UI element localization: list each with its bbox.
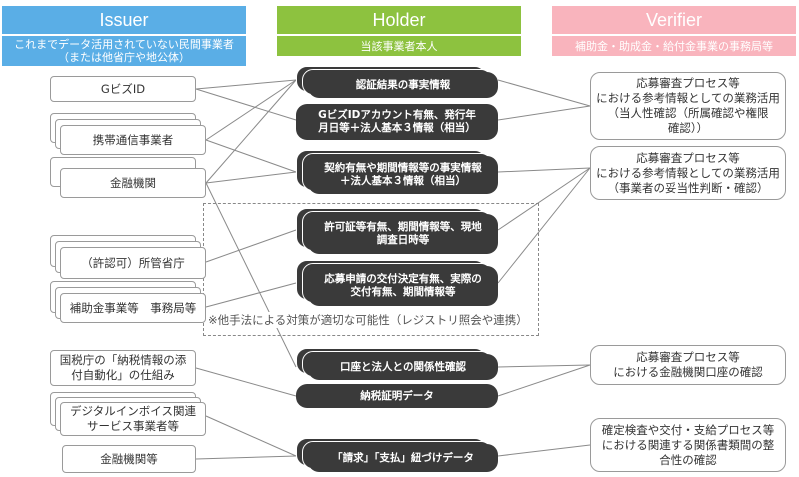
holder-license-line1: 許可証等有無、期間情報等、現地 — [324, 221, 482, 233]
holder-subtitle: 当該事業者本人 — [277, 36, 521, 56]
connector — [205, 79, 297, 184]
connector — [205, 182, 297, 368]
connector — [497, 167, 591, 231]
verifier-bank-account-check: 応募審査プロセス等 における金融機関口座の確認 — [590, 345, 786, 385]
connector — [497, 105, 591, 121]
holder-tax-certificate: 納税証明データ — [296, 384, 498, 408]
holder-contract-line2: ＋法人基本３情報（相当） — [340, 175, 466, 187]
connector — [195, 79, 297, 90]
verifier-4-line2: における関連する関係書類間の整 — [601, 437, 775, 452]
connector — [195, 455, 297, 460]
connector — [205, 415, 297, 457]
holder-grant-line1: 応募申請の交付決定有無、実際の — [324, 273, 482, 285]
holder-gbizid-line1: GビズIDアカウント有無、発行年 — [318, 109, 476, 121]
holder-contract-info: 契約有無や期間情報等の事実情報 ＋法人基本３情報（相当） — [308, 156, 498, 194]
verifier-subtitle: 補助金・助成金・給付金事業の事務局等 — [552, 36, 796, 56]
holder-contract-line1: 契約有無や期間情報等の事実情報 — [324, 162, 482, 174]
verifier-business-validity: 応募審査プロセス等 における参考情報としての業務活用 （事業者の妥当性判断・確認… — [590, 146, 786, 200]
connector — [205, 229, 297, 263]
verifier-1-line1: 応募審査プロセス等 — [636, 76, 740, 90]
connector — [497, 444, 591, 457]
issuer-invoice-line1: デジタルインボイス関連 — [70, 404, 196, 418]
issuer-gbizid: GビズID — [50, 76, 196, 102]
verifier-3-line2: における金融機関口座の確認 — [613, 365, 763, 379]
issuer-financial-institution: 金融機関 — [60, 168, 206, 198]
verifier-1-line3: （当人性確認（所属確認や権限 — [607, 106, 769, 120]
connector — [497, 364, 591, 397]
connector — [205, 139, 297, 173]
verifier-header: Verifier — [552, 6, 796, 34]
holder-license-line2: 調査日時等 — [376, 234, 430, 246]
holder-gbizid-line2: 月日等＋法人基本３情報（相当） — [318, 122, 476, 134]
verifier-document-consistency: 確定検査や交付・支給プロセス等 における関連する関係書類間の整 合性の確認 — [590, 418, 786, 472]
issuer-nta-tax-system: 国税庁の「納税情報の添 付自動化」の仕組み — [50, 350, 196, 386]
connector — [195, 88, 297, 121]
alternative-method-note: ※他手法による対策が適切な可能性（レジストリ照会や連携） — [208, 312, 528, 328]
verifier-1-line4: 確認）） — [667, 121, 709, 135]
issuer-subtitle-line2: （または他省庁や地公体） — [58, 51, 190, 64]
verifier-1-line2: における参考情報としての業務活用 — [596, 91, 780, 105]
holder-grant-line2: 交付有無、期間情報等 — [350, 286, 456, 298]
holder-grant-decision: 応募申請の交付決定有無、実際の 交付有無、期間情報等 — [308, 266, 498, 306]
verifier-3-line1: 応募審査プロセス等 — [636, 350, 740, 364]
holder-invoice-payment-link: 「請求」「支払」紐づけデータ — [308, 444, 498, 472]
connector — [205, 282, 297, 308]
connector — [497, 79, 591, 107]
issuer-mobile-carrier: 携帯通信事業者 — [60, 125, 206, 155]
issuer-nta-line2: 付自動化」の仕組み — [71, 368, 175, 382]
issuer-invoice-line2: サービス事業者等 — [87, 419, 179, 433]
verifier-4-line1: 確定検査や交付・支給プロセス等 — [601, 422, 775, 437]
verifier-4-line3: 合性の確認 — [659, 452, 717, 467]
holder-header: Holder — [277, 6, 521, 34]
issuer-subtitle-line1: これまでデータ活用されていない民間事業者 — [14, 38, 234, 51]
connector — [497, 167, 591, 284]
holder-gbizid-account: GビズIDアカウント有無、発行年 月日等＋法人基本３情報（相当） — [296, 104, 498, 140]
holder-account-relation: 口座と法人との関係性確認 — [308, 354, 498, 380]
verifier-identity-check: 応募審査プロセス等 における参考情報としての業務活用 （当人性確認（所属確認や権… — [590, 72, 786, 140]
issuer-digital-invoice-provider: デジタルインボイス関連 サービス事業者等 — [60, 402, 206, 436]
connector — [205, 171, 297, 184]
verifier-2-line1: 応募審査プロセス等 — [636, 150, 740, 165]
holder-auth-result: 認証結果の事実情報 — [308, 72, 498, 98]
holder-license-info: 許可証等有無、期間情報等、現地 調査日時等 — [308, 214, 498, 254]
issuer-subtitle: これまでデータ活用されていない民間事業者 （または他省庁や地公体） — [2, 36, 246, 66]
connector — [195, 367, 297, 397]
issuer-nta-line1: 国税庁の「納税情報の添 — [59, 353, 187, 367]
issuer-financial-institutions-etc: 金融機関等 — [62, 445, 196, 473]
connector — [205, 79, 297, 141]
connector — [497, 167, 591, 173]
verifier-2-line3: （事業者の妥当性判断・確認） — [607, 180, 769, 195]
issuer-subsidy-secretariat: 補助金事業等 事務局等 — [60, 293, 206, 323]
verifier-2-line2: における参考情報としての業務活用 — [596, 165, 780, 180]
issuer-licensing-ministry: （許認可）所管省庁 — [60, 247, 206, 279]
issuer-header: Issuer — [2, 6, 246, 34]
connector — [497, 364, 591, 368]
